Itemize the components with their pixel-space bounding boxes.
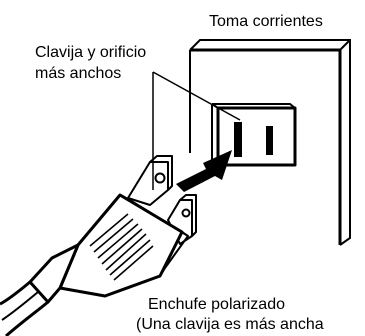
plug-caption-line1: Enchufe polarizado xyxy=(148,296,285,313)
wall-plate xyxy=(189,39,351,246)
label-leader-lines xyxy=(152,71,241,190)
wide-blade-label-line1: Clavija y orificio xyxy=(35,44,147,61)
outlet-narrow-slot xyxy=(266,126,273,155)
insertion-arrow xyxy=(176,150,232,192)
wide-blade xyxy=(127,161,169,206)
plug-caption-line2: (Una clavija es más ancha xyxy=(136,316,324,333)
outlet-receptacle xyxy=(211,103,297,167)
outlet-label: Toma corrientes xyxy=(209,13,323,30)
plug-blades xyxy=(127,155,197,245)
power-cord xyxy=(0,243,80,336)
outlet-wide-slot xyxy=(234,122,242,157)
wide-blade-label-line2: más anchos xyxy=(35,65,122,82)
